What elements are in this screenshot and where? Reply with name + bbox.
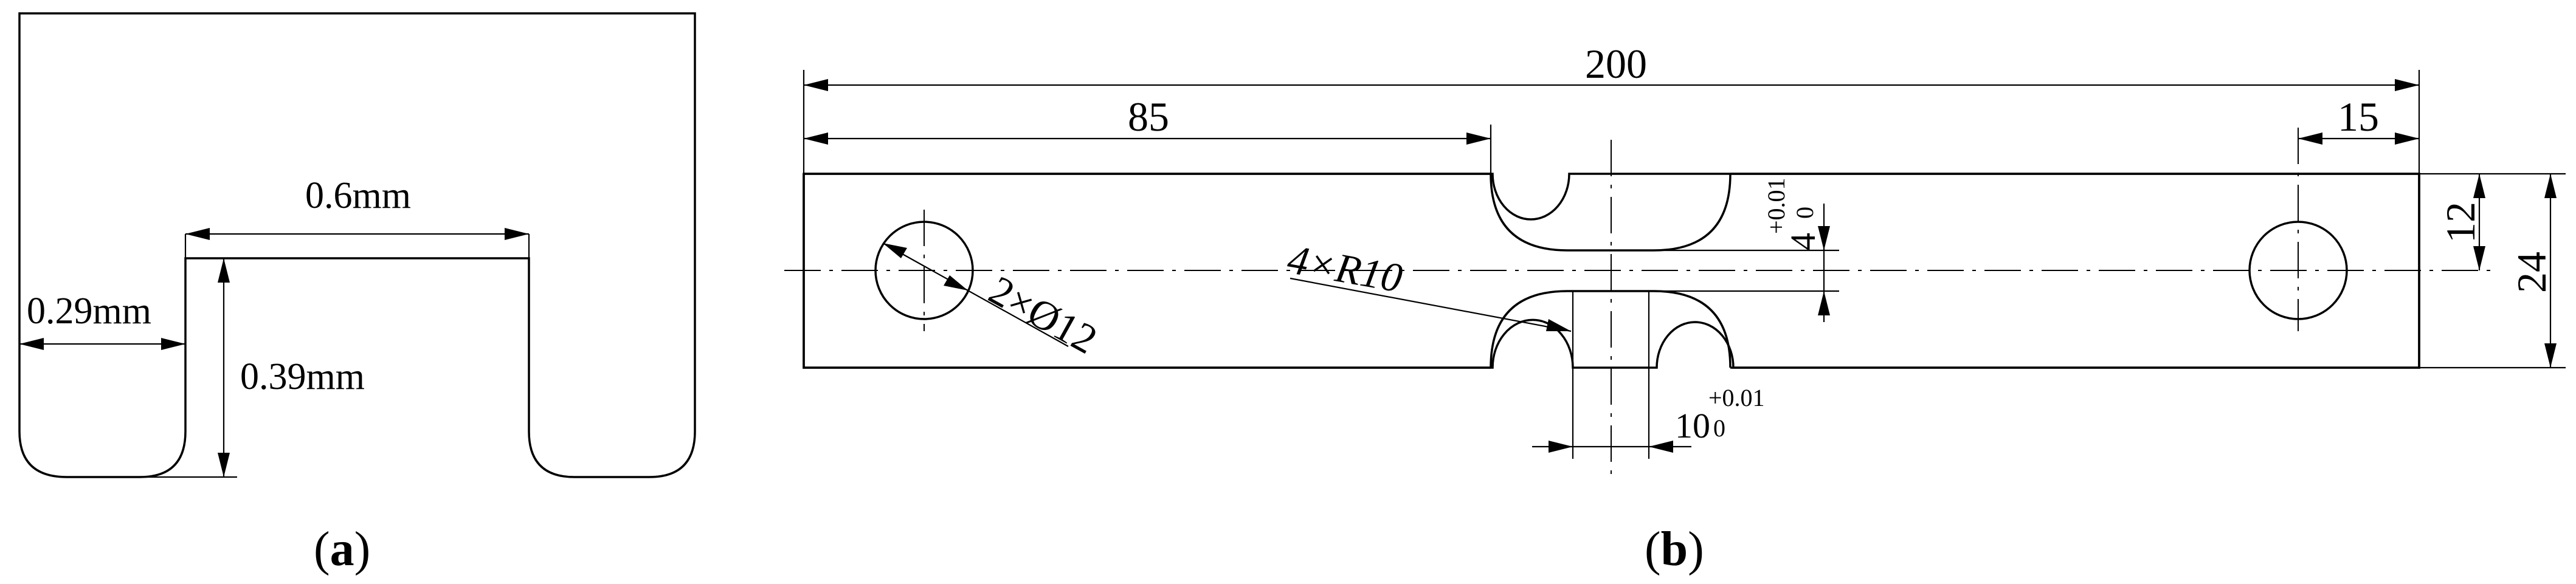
arrowhead [2298, 132, 2322, 145]
panel-a-notch-detail: 0.6mm 0.39mm 0.29mm (a) [18, 12, 696, 576]
arrowhead [2473, 174, 2485, 198]
arrowhead [2473, 246, 2485, 270]
arrowhead [804, 132, 828, 145]
holes-label: 2×Ø12 [982, 267, 1105, 363]
upper-left-notch-arc [1490, 173, 1568, 252]
arrowhead [19, 338, 44, 350]
arrowhead [944, 275, 968, 290]
panel-a-caption: (a) [314, 523, 370, 576]
specimen-bottom-left-edge [803, 174, 1491, 369]
gap-lower-tolerance: 0 [1713, 414, 1725, 442]
arrowhead [1466, 132, 1491, 145]
total-width-label: 24 [2509, 252, 2555, 293]
arrowhead [2544, 174, 2557, 198]
radius-label: 4×R10 [1284, 236, 1406, 301]
overall-length-label: 200 [1585, 41, 1647, 87]
notch-width-label: 0.6mm [305, 175, 411, 216]
arrowhead [185, 228, 210, 240]
panel-b-caption: (b) [1645, 523, 1704, 576]
arrowhead [804, 79, 828, 91]
neck-width-value: 4 [1783, 233, 1823, 250]
radius-leader-line [1290, 277, 1572, 332]
lower-left-notch-arc [1490, 290, 1568, 368]
gap-upper-tolerance: +0.01 [1708, 384, 1765, 411]
arrowhead [883, 243, 907, 258]
side-width-label: 0.29mm [27, 290, 151, 332]
upper-right-notch-arc [1653, 173, 1732, 252]
notch-depth-label: 0.39mm [240, 356, 365, 397]
edge-offset-label: 15 [2338, 94, 2379, 140]
arrowhead [1818, 226, 1830, 250]
arrowhead [161, 338, 185, 350]
arrowhead [1818, 291, 1830, 315]
arrowhead [1546, 319, 1571, 331]
holes-leader-line [882, 242, 1069, 347]
specimen-outline [803, 173, 2420, 369]
arrowhead [505, 228, 529, 240]
arrowhead [218, 258, 230, 283]
arrowhead [1549, 441, 1573, 453]
gap-value: 10 [1675, 406, 1710, 445]
arrowhead [218, 453, 230, 477]
half-width-label: 12 [2437, 202, 2484, 243]
hole-offset-label: 85 [1128, 94, 1169, 140]
arrowhead [2395, 79, 2419, 91]
notch-profile-outline [18, 12, 696, 478]
neck-width-lower-tolerance: 0 [1791, 207, 1818, 219]
arrowhead [2544, 343, 2557, 368]
lower-right-notch-arc [1653, 290, 1732, 368]
neck-width-upper-tolerance: +0.01 [1763, 177, 1790, 234]
arrowhead [2395, 132, 2419, 145]
